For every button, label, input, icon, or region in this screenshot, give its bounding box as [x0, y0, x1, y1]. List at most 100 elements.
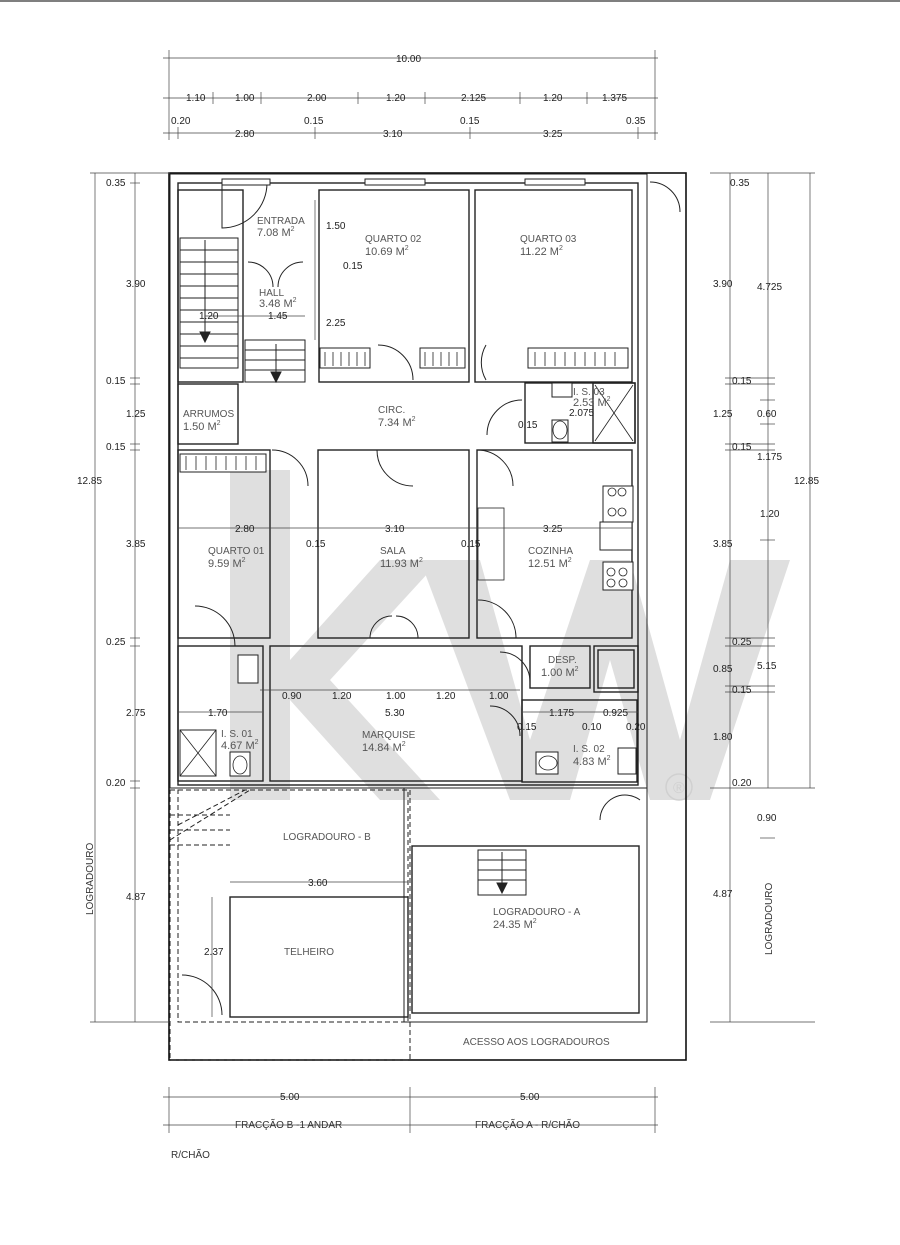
dim-left-10: 0.20 — [106, 778, 126, 789]
room-area-quarto-01: 9.59 M2 — [208, 557, 246, 570]
dim-top-4: 1.20 — [386, 93, 406, 104]
room-area-sala: 11.93 M2 — [380, 557, 423, 570]
dim-right-4: 0.15 — [732, 376, 752, 387]
room-area-hall: 3.48 M2 — [259, 297, 297, 310]
dim-right-2: 3.90 — [713, 279, 733, 290]
room-name-is-01: I. S. 01 — [221, 729, 253, 740]
dim-bottom-right: 5.00 — [520, 1092, 540, 1103]
label-floor: R/CHÃO — [171, 1148, 210, 1161]
dim-right-18: 0.90 — [757, 813, 777, 824]
room-area-entrada: 7.08 M2 — [257, 226, 295, 239]
dim-top-6: 1.20 — [543, 93, 563, 104]
label-fraccao-a: FRACÇÃO A - R/CHÃO — [475, 1118, 580, 1131]
dim-right-5: 1.25 — [713, 409, 733, 420]
dim-inner-3: 1.20 — [199, 311, 219, 322]
dim-top-1: 1.10 — [186, 93, 206, 104]
dim-right-3: 4.725 — [757, 282, 782, 293]
room-area-is-01: 4.67 M2 — [221, 739, 259, 752]
room-area-cozinha: 12.51 M2 — [528, 557, 572, 570]
dim-left-4: 1.25 — [126, 409, 146, 420]
dim-inner-23: 0.10 — [582, 722, 602, 733]
room-name-logradouro-a: LOGRADOURO - A — [493, 907, 581, 918]
room-area-quarto-02: 10.69 M2 — [365, 245, 409, 258]
dim-right-17: 0.20 — [732, 778, 752, 789]
label-telheiro: TELHEIRO — [284, 947, 334, 958]
room-name-marquise: MARQUISE — [362, 730, 416, 741]
dim-right-10: 1.20 — [760, 509, 780, 520]
dim-inner-14: 1.20 — [332, 691, 352, 702]
dim-left-1: 0.35 — [106, 178, 126, 189]
dim-inner-1: 1.50 — [326, 221, 346, 232]
dim-inner-22: 0.15 — [517, 722, 537, 733]
dim-inner-25: 3.60 — [308, 878, 328, 889]
room-name-quarto-02: QUARTO 02 — [365, 234, 422, 245]
dim-inner-2: 0.15 — [343, 261, 363, 272]
dim-left-3: 0.15 — [106, 376, 126, 387]
room-name-desp: DESP. — [548, 655, 577, 666]
dim-top2-2: 2.80 — [235, 129, 255, 140]
room-name-quarto-01: QUARTO 01 — [208, 546, 265, 557]
dim-left-2: 3.90 — [126, 279, 146, 290]
room-name-quarto-03: QUARTO 03 — [520, 234, 577, 245]
dim-inner-13: 0.90 — [282, 691, 302, 702]
room-name-is-02: I. S. 02 — [573, 744, 605, 755]
dim-right-9: 12.85 — [794, 476, 819, 487]
dim-top2-6: 3.25 — [543, 129, 563, 140]
dim-inner-9: 0.15 — [306, 539, 326, 550]
dim-inner-12: 3.25 — [543, 524, 563, 535]
dim-top-2: 1.00 — [235, 93, 255, 104]
dim-right-11: 3.85 — [713, 539, 733, 550]
dim-right-15: 0.15 — [732, 685, 752, 696]
dim-right-7: 0.15 — [732, 442, 752, 453]
dim-overall-top: 10.00 — [396, 54, 421, 65]
dim-right-14: 5.15 — [757, 661, 777, 672]
room-name-circ: CIRC. — [378, 405, 405, 416]
dim-inner-15: 1.00 — [386, 691, 406, 702]
dim-inner-16: 1.20 — [436, 691, 456, 702]
label-fraccao-b: FRACÇÃO B -1 ANDAR — [235, 1118, 342, 1131]
room-area-is-02: 4.83 M2 — [573, 755, 611, 768]
dim-inner-5: 2.25 — [326, 318, 346, 329]
watermark: ® — [230, 470, 790, 801]
dim-top-3: 2.00 — [307, 93, 327, 104]
dim-left-11: 4.87 — [126, 892, 146, 903]
room-area-arrumos: 1.50 M2 — [183, 420, 221, 433]
room-area-marquise: 14.84 M2 — [362, 741, 406, 754]
dim-inner-11: 0.15 — [461, 539, 481, 550]
dim-top2-4: 3.10 — [383, 129, 403, 140]
dim-inner-19: 1.70 — [208, 708, 228, 719]
dim-top-5: 2.125 — [461, 93, 486, 104]
label-logradouro-b: LOGRADOURO - B — [283, 832, 371, 843]
dim-inner-20: 1.175 — [549, 708, 574, 719]
dim-left-5: 0.15 — [106, 442, 126, 453]
room-area-quarto-03: 11.22 M2 — [520, 245, 563, 258]
room-name-hall: HALL — [259, 288, 284, 299]
dim-top2-7: 0.35 — [626, 116, 646, 127]
logradouro-right-label: LOGRADOURO — [764, 883, 775, 955]
dim-top2-1: 0.20 — [171, 116, 191, 127]
dim-inner-6: 0.15 — [518, 420, 538, 431]
dim-inner-8: 2.80 — [235, 524, 255, 535]
dim-inner-24: 0.20 — [626, 722, 646, 733]
room-name-is-03: I. S. 03 — [573, 387, 605, 398]
dim-right-12: 0.25 — [732, 637, 752, 648]
room-name-sala: SALA — [380, 546, 406, 557]
dim-right-13: 0.85 — [713, 664, 733, 675]
dim-left-6: 12.85 — [77, 476, 102, 487]
dim-inner-4: 1.45 — [268, 311, 288, 322]
dim-inner-17: 1.00 — [489, 691, 509, 702]
dim-right-19: 4.87 — [713, 889, 733, 900]
dim-right-16: 1.80 — [713, 732, 733, 743]
room-name-cozinha: COZINHA — [528, 546, 573, 557]
registered-mark: ® — [673, 780, 685, 797]
dim-right-8: 1.175 — [757, 452, 782, 463]
dim-inner-10: 3.10 — [385, 524, 405, 535]
dim-top2-5: 0.15 — [460, 116, 480, 127]
label-acesso: ACESSO AOS LOGRADOUROS — [463, 1037, 610, 1048]
dim-left-9: 2.75 — [126, 708, 146, 719]
dim-right-1: 0.35 — [730, 178, 750, 189]
logradouro-left-label: LOGRADOURO — [85, 843, 96, 915]
dim-top-7: 1.375 — [602, 93, 627, 104]
room-name-arrumos: ARRUMOS — [183, 409, 234, 420]
